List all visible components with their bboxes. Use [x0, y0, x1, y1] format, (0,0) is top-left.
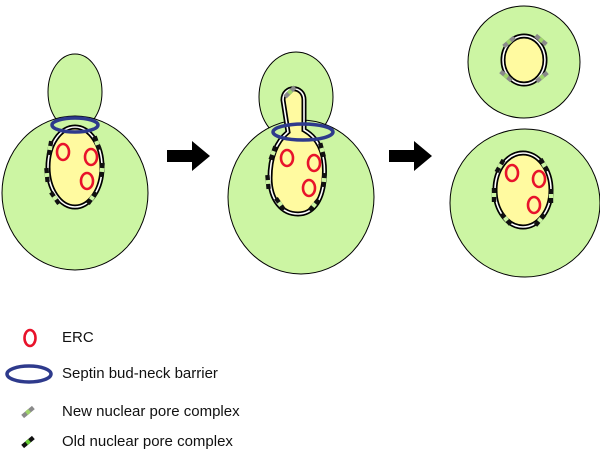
erc-rings [279, 148, 322, 198]
erc-rings [504, 163, 547, 215]
arrow-icon [389, 141, 432, 171]
legend-label-new-npc: New nuclear pore complex [62, 403, 240, 420]
stage-1-pre-division [1, 53, 149, 271]
legend-label-old-npc: Old nuclear pore complex [62, 433, 233, 450]
legend-item-septin: Septin bud-neck barrier [0, 362, 600, 386]
erc-rings [55, 142, 99, 191]
legend-item-old-npc: Old nuclear pore complex [0, 430, 600, 454]
grey-green-pore-icon [21, 405, 35, 419]
nucleus [45, 124, 105, 210]
arrow-icon [167, 141, 210, 171]
legend-label-septin: Septin bud-neck barrier [62, 365, 218, 382]
red-ring-icon [23, 328, 37, 348]
black-green-pore-icon [21, 435, 35, 449]
septin-ring [271, 122, 335, 142]
blue-ring-icon [5, 364, 53, 384]
septin-ring [50, 116, 100, 134]
stage-3-post-division [449, 5, 600, 278]
daughter-nucleus [500, 33, 548, 87]
legend-item-new-npc: New nuclear pore complex [0, 400, 600, 424]
legend-label-erc: ERC [62, 329, 94, 346]
stage-2-nuclear-migration [227, 51, 375, 275]
legend-item-erc: ERC [0, 326, 600, 350]
